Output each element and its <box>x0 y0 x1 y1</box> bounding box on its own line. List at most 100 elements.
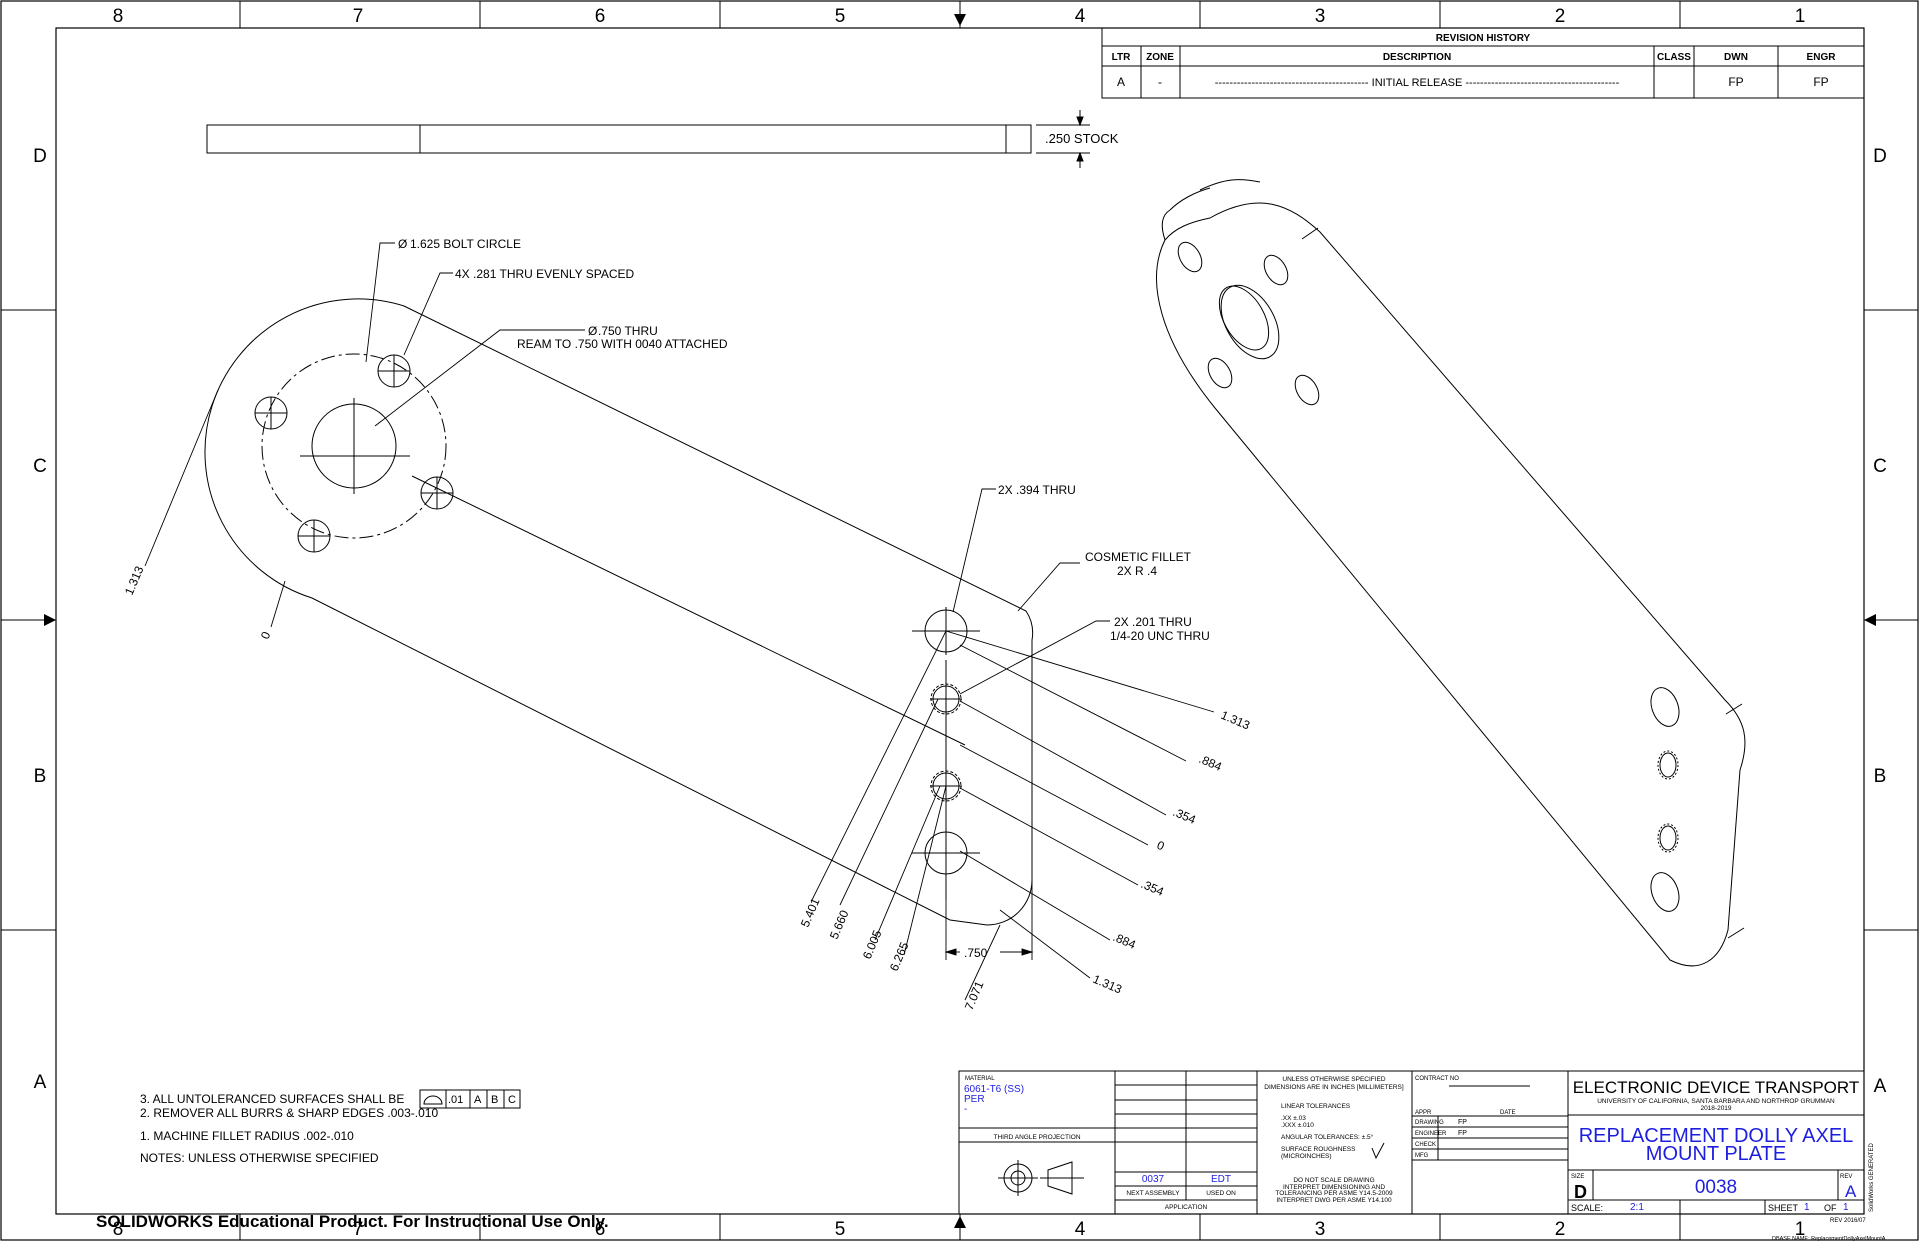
col-label: 6 <box>595 1219 606 1240</box>
col-header-zone: ZONE <box>1146 52 1174 63</box>
material-value: 6061-T6 (SS) <box>964 1084 1024 1095</box>
ordinate-right: .354 <box>1139 877 1166 899</box>
rev-zone: - <box>1158 75 1162 89</box>
col-label: 2 <box>1555 1219 1566 1240</box>
year: 2018-2019 <box>1700 1105 1731 1112</box>
row-label: B <box>1874 766 1887 787</box>
ordinate-left: 0 <box>258 629 274 641</box>
ordinate-lower: 6.005 <box>860 928 885 961</box>
company-name: ELECTRONIC DEVICE TRANSPORT <box>1573 1078 1860 1097</box>
fillet-callout-line1: COSMETIC FILLET <box>1085 550 1192 564</box>
surface-roughness-icon <box>1371 1142 1385 1160</box>
tol-line-10: INTERPRET DIMENSIONING AND <box>1283 1184 1385 1191</box>
col-header-description: DESCRIPTION <box>1383 52 1451 63</box>
educational-watermark: SOLIDWORKS Educational Product. For Inst… <box>96 1212 609 1231</box>
drawing-label: DRAWING <box>1415 1120 1444 1126</box>
col-label: 6 <box>595 6 606 27</box>
col-label: 1 <box>1795 1219 1806 1240</box>
row-label: B <box>34 766 47 787</box>
tol-line-11: TOLERANCING PER ASME Y14.5-2009 <box>1275 1190 1393 1197</box>
sheet-size: D <box>1574 1182 1587 1202</box>
sheet-total: 1 <box>1843 1202 1849 1213</box>
drawing-value: FP <box>1458 1119 1467 1126</box>
ordinate-right: .884 <box>1111 930 1138 952</box>
holes-201-note: 1/4-20 UNC THRU <box>1110 629 1210 643</box>
diameter-symbol: Ø <box>588 324 597 338</box>
rev-engr: FP <box>1813 75 1828 89</box>
notes-heading: NOTES: UNLESS OTHERWISE SPECIFIED <box>140 1151 379 1165</box>
row-label: D <box>33 146 47 167</box>
revision-history-title: REVISION HISTORY <box>1436 33 1531 44</box>
ordinate-lower: 5.660 <box>827 908 852 941</box>
ordinate-right: 1.313 <box>1091 972 1124 997</box>
mfg-label: MFG <box>1415 1153 1429 1159</box>
organization: UNIVERSITY OF CALIFORNIA, SANTA BARBARA … <box>1597 1098 1835 1105</box>
application-label: APPLICATION <box>1165 1204 1208 1211</box>
width-750-dim: .750 <box>964 946 988 960</box>
ordinate-right: 0 <box>1155 838 1167 854</box>
engineer-label: ENGINEER <box>1415 1131 1447 1137</box>
tol-line-6: ANGULAR TOLERANCES: ±.5° <box>1281 1133 1374 1141</box>
row-label: A <box>34 1072 47 1093</box>
col-label: 2 <box>1555 6 1566 27</box>
rev-date: REV 2016/07 <box>1830 1218 1866 1224</box>
rev-label: REV <box>1840 1174 1852 1180</box>
note-1: 1. MACHINE FILLET RADIUS .002-.010 <box>140 1129 354 1143</box>
next-assembly-value: 0037 <box>1142 1174 1165 1185</box>
fcf-tolerance: .01 <box>448 1094 463 1106</box>
tol-line-2: DIMENSIONS ARE IN INCHES [MILLIMETERS] <box>1264 1084 1404 1091</box>
fillet-callout-line2: 2X R .4 <box>1117 564 1157 578</box>
tol-line-5: .XXX ±.010 <box>1281 1122 1314 1129</box>
ordinate-lower: 6.265 <box>887 940 912 973</box>
scale-value: 2:1 <box>1630 1202 1644 1213</box>
sheet-number: 1 <box>1804 1202 1810 1213</box>
col-label: 4 <box>1075 6 1086 27</box>
revision-history-table: REVISION HISTORY LTR ZONE DESCRIPTION CL… <box>1101 27 1865 99</box>
row-label: C <box>1873 456 1887 477</box>
projection-label: THIRD ANGLE PROJECTION <box>993 1134 1080 1141</box>
drawing-number: 0038 <box>1695 1177 1737 1198</box>
dbase-name: DBASE NAME: ReplacementDollyAxelMountA <box>1772 1236 1886 1242</box>
tol-line-7: SURFACE ROUGHNESS <box>1281 1146 1356 1153</box>
ordinate-right: .354 <box>1171 805 1198 827</box>
tol-line-8: (MICROINCHES) <box>1281 1153 1332 1160</box>
col-header-dwn: DWN <box>1724 52 1748 63</box>
edge-view <box>206 110 1090 168</box>
centering-marks <box>32 8 1890 1228</box>
tol-line-12: INTERPRET DWG PER ASME Y14.100 <box>1276 1197 1392 1204</box>
third-angle-projection-icon <box>998 1160 1084 1196</box>
ordinate-left: 1.313 <box>122 564 147 597</box>
holes-394-callout: 2X .394 THRU <box>998 483 1076 497</box>
contract-no-label: CONTRACT NO <box>1415 1076 1459 1082</box>
ordinate-right: 1.313 <box>1219 708 1252 733</box>
next-assembly-label: NEXT ASSEMBLY <box>1126 1190 1180 1197</box>
of-label: OF <box>1824 1203 1837 1213</box>
hole-750-callout: .750 THRU <box>598 324 658 338</box>
note-3: 3. ALL UNTOLERANCED SURFACES SHALL BE <box>140 1092 404 1106</box>
date-label: DATE <box>1500 1110 1516 1116</box>
row-label: A <box>1874 1076 1887 1097</box>
col-header-ltr: LTR <box>1112 52 1131 63</box>
appr-label: APPR <box>1415 1110 1432 1116</box>
tol-line-4: .XX ±.03 <box>1281 1115 1306 1122</box>
col-label: 7 <box>353 6 364 27</box>
title-block: MATERIAL CONTRACT NO APPR DATE DRAWING E… <box>958 1070 1886 1242</box>
row-label: C <box>33 456 47 477</box>
material-spec: PER <box>964 1094 985 1105</box>
plate-front-view <box>204 298 1034 926</box>
drawing-title-line2: MOUNT PLATE <box>1646 1143 1786 1165</box>
stock-callout: .250 STOCK <box>1045 131 1119 146</box>
isometric-view <box>1156 179 1746 967</box>
notes: 3. ALL UNTOLERANCED SURFACES SHALL BE .0… <box>140 1089 521 1165</box>
engineer-value: FP <box>1458 1130 1467 1137</box>
used-on-value: EDT <box>1211 1174 1231 1185</box>
col-label: 4 <box>1075 1219 1086 1240</box>
revision-letter: A <box>1845 1182 1857 1201</box>
used-on-label: USED ON <box>1206 1190 1236 1197</box>
col-label: 1 <box>1795 6 1806 27</box>
front-view-leaders <box>144 242 1215 1001</box>
diameter-symbol: Ø <box>398 237 407 251</box>
scale-label: SCALE: <box>1571 1203 1603 1213</box>
